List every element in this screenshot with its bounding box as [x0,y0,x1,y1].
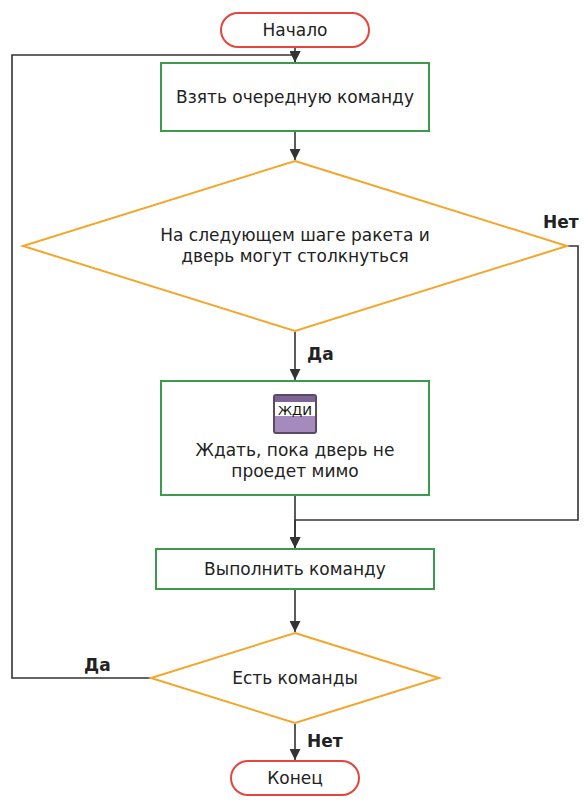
decision-diamond: Есть команды [150,632,440,724]
flow-arrow [294,590,296,632]
node-text: Конец [267,768,323,789]
icon-label: ЖДИ [278,403,312,418]
flow-arrow [294,496,296,548]
wait-command-icon: ЖДИ [273,394,317,434]
branch-label: Нет [305,731,345,751]
process-box: Ждать, пока дверь не проедет мимо ЖДИ [160,380,430,496]
node-text: На следующем шаге ракета и дверь могут с… [160,225,430,267]
node-text: Взять очередную команду [176,87,414,108]
node-text: Начало [263,20,328,41]
branch-label: Да [305,344,336,364]
node-text: Ждать, пока дверь не проедет мимо [172,440,418,482]
branch-label: Да [82,655,113,675]
flow-arrow [294,724,296,760]
decision-diamond: На следующем шаге ракета и дверь могут с… [22,160,568,332]
branch-label: Нет [541,212,581,232]
flow-arrow [294,132,296,160]
process-box: Выполнить команду [155,548,435,590]
start-terminal: Начало [220,12,370,48]
diamond-shape [151,633,439,723]
diamond-shape [23,161,567,331]
node-text: Выполнить команду [204,559,386,580]
flow-arrow [294,332,296,380]
node-text: Есть команды [232,668,358,689]
process-box: Взять очередную команду [160,62,430,132]
end-terminal: Конец [230,760,360,796]
